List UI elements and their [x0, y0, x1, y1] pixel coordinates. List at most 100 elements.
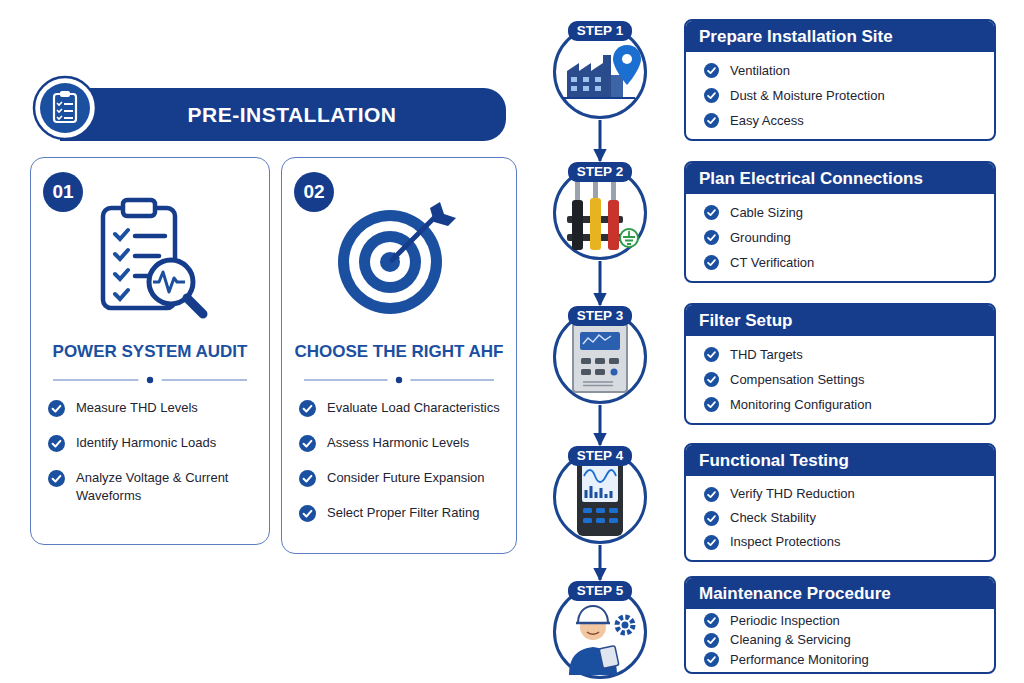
callout-number: 02	[303, 181, 324, 203]
item-text: Consider Future Expansion	[327, 469, 485, 487]
check-mark	[704, 652, 719, 667]
item-text: Performance Monitoring	[730, 652, 869, 668]
check-mark	[299, 435, 316, 452]
box-title: Prepare Installation Site	[699, 27, 893, 47]
check-item: THD Targets	[686, 342, 986, 367]
box-body: VentilationDust & Moisture ProtectionEas…	[686, 52, 994, 139]
check-item: CT Verification	[686, 250, 986, 275]
title-divider	[304, 375, 494, 385]
item-text: Check Stability	[730, 510, 816, 526]
box-header: Prepare Installation Site	[686, 21, 994, 52]
clipboard-badge-icon	[32, 75, 98, 141]
band-node: PRE-INSTALLATION	[60, 88, 506, 141]
box-body: Verify THD ReductionCheck StabilityInspe…	[686, 476, 994, 560]
check-item: Dust & Moisture Protection	[686, 83, 986, 108]
step-label: STEP 2	[568, 162, 632, 182]
item-text: CT Verification	[730, 255, 814, 271]
check-mark	[704, 511, 719, 526]
box-node: Functional TestingVerify THD ReductionCh…	[684, 443, 996, 562]
item-text: Cable Sizing	[730, 205, 803, 221]
check-mark	[299, 400, 316, 417]
check-item: Monitoring Configuration	[686, 392, 986, 417]
check-item: Performance Monitoring	[686, 650, 986, 670]
check-item: Analyze Voltage & Current Waveforms	[31, 469, 269, 505]
check-item: Inspect Protections	[686, 530, 986, 554]
step-node: STEP 2	[553, 162, 647, 260]
check-mark	[704, 633, 719, 648]
step-node: STEP 1	[553, 21, 647, 119]
step-node: STEP 5	[553, 581, 647, 679]
check-mark	[704, 63, 719, 78]
check-item: Assess Harmonic Levels	[282, 434, 516, 452]
check-mark	[704, 347, 719, 362]
item-text: Easy Access	[730, 113, 804, 129]
audit-clipboard-icon	[85, 194, 215, 324]
divider-line	[304, 375, 494, 385]
check-item: Cleaning & Servicing	[686, 631, 986, 651]
check-list: Evaluate Load CharacteristicsAssess Harm…	[282, 399, 516, 522]
check-item: Check Stability	[686, 506, 986, 530]
check-item: Periodic Inspection	[686, 611, 986, 631]
box-title: Functional Testing	[699, 451, 849, 471]
check-mark	[299, 505, 316, 522]
item-text: Inspect Protections	[730, 534, 841, 550]
step-arrow	[599, 545, 602, 580]
card-node: CHOOSE THE RIGHT AHF Evaluate Load Charac…	[281, 157, 517, 554]
check-item: Cable Sizing	[686, 200, 986, 225]
box-node: Filter SetupTHD TargetsCompensation Sett…	[684, 303, 996, 425]
check-item: Compensation Settings	[686, 367, 986, 392]
box-header: Maintenance Procedure	[686, 578, 994, 609]
divider-line	[53, 375, 247, 385]
box-body: Cable SizingGrounding CT Verification	[686, 194, 994, 281]
item-text: Analyze Voltage & Current Waveforms	[76, 469, 261, 505]
step-label: STEP 3	[568, 306, 632, 326]
item-text: Compensation Settings	[730, 372, 864, 388]
check-mark	[704, 487, 719, 502]
check-mark	[48, 470, 65, 487]
card-node: POWER SYSTEM AUDIT Measure THD LevelsIden…	[30, 157, 270, 545]
box-title: Filter Setup	[699, 311, 793, 331]
card-title: CHOOSE THE RIGHT AHF	[282, 341, 516, 363]
check-mark	[299, 470, 316, 487]
card-title: POWER SYSTEM AUDIT	[31, 341, 269, 363]
check-mark	[48, 435, 65, 452]
step-node: STEP 4	[553, 446, 647, 544]
check-item: Easy Access	[686, 108, 986, 133]
item-text: Identify Harmonic Loads	[76, 434, 216, 452]
title-divider	[53, 375, 247, 385]
check-list: Measure THD LevelsIdentify Harmonic Load…	[31, 399, 269, 505]
check-item: Identify Harmonic Loads	[31, 434, 269, 452]
step-label: STEP 5	[568, 581, 632, 601]
check-item: Grounding	[686, 225, 986, 250]
check-mark	[704, 397, 719, 412]
num-node: 02	[294, 172, 334, 212]
step-label: STEP 1	[568, 21, 632, 41]
step-label: STEP 4	[568, 446, 632, 466]
item-text: Dust & Moisture Protection	[730, 88, 885, 104]
check-item: Evaluate Load Characteristics	[282, 399, 516, 417]
item-text: Periodic Inspection	[730, 613, 840, 629]
band-title: PRE-INSTALLATION	[169, 103, 396, 127]
check-mark	[704, 535, 719, 550]
box-header: Filter Setup	[686, 305, 994, 336]
item-text: Assess Harmonic Levels	[327, 434, 469, 452]
item-text: Select Proper Filter Rating	[327, 504, 479, 522]
item-text: Monitoring Configuration	[730, 397, 872, 413]
check-item: Ventilation	[686, 58, 986, 83]
box-node: Plan Electrical ConnectionsCable SizingG…	[684, 161, 996, 283]
item-text: Cleaning & Servicing	[730, 632, 851, 648]
item-text: Ventilation	[730, 63, 790, 79]
item-text: Evaluate Load Characteristics	[327, 399, 500, 417]
check-mark	[704, 255, 719, 270]
callout-number: 01	[52, 181, 73, 203]
box-header: Plan Electrical Connections	[686, 163, 994, 194]
step-arrow	[599, 405, 602, 445]
step-arrow	[599, 261, 602, 305]
box-body: Periodic InspectionCleaning & ServicingP…	[686, 609, 994, 672]
check-mark	[704, 113, 719, 128]
step-node: STEP 3	[553, 306, 647, 404]
check-mark	[704, 372, 719, 387]
item-text: THD Targets	[730, 347, 803, 363]
check-item: Measure THD Levels	[31, 399, 269, 417]
box-title: Plan Electrical Connections	[699, 169, 923, 189]
